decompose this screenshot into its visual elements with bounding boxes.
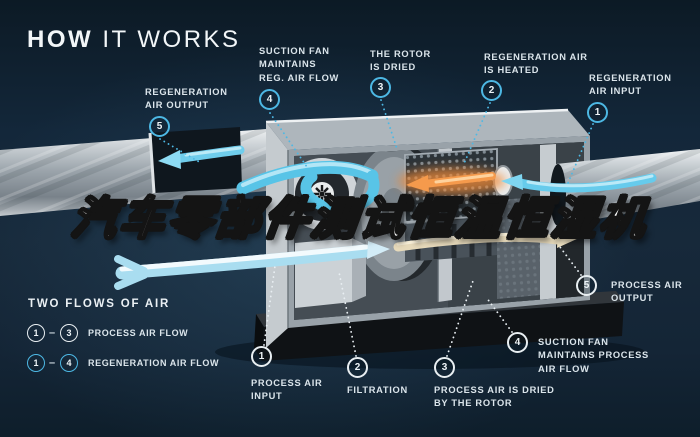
right-duct	[550, 149, 700, 226]
callout-number-regen-5: 5	[149, 116, 170, 137]
chinese-watermark-text: 汽车零部件测试恒温恒湿机	[68, 192, 652, 245]
fan-swirl-arrow	[300, 170, 380, 215]
callout-label-regeneration-air-input: REGENERATION AIR INPUT	[589, 73, 672, 97]
legend-regen-from-circle: 1	[27, 354, 45, 372]
callout-label-regeneration-air-output: REGENERATION AIR OUTPUT	[145, 87, 228, 111]
callout-label-suction-fan-process: SUCTION FAN MAINTAINS PROCESS AIR FLOW	[538, 337, 649, 374]
legend-process-label: PROCESS AIR FLOW	[88, 328, 189, 338]
callout-label-process-air-input: PROCESS AIR INPUT	[251, 378, 323, 402]
legend-title: TWO FLOWS OF AIR	[28, 298, 171, 310]
process-output-arrow	[393, 229, 579, 252]
callout-label-process-air-output: PROCESS AIR OUTPUT	[611, 280, 683, 304]
callout-label-regeneration-air-heated: REGENERATION AIR IS HEATED	[484, 52, 588, 76]
callout-label-suction-fan-reg: SUCTION FAN MAINTAINS REG. AIR FLOW	[259, 46, 340, 83]
page-title: HOW IT WORKS	[27, 26, 241, 54]
regeneration-input-arrow	[501, 173, 657, 193]
callout-number-regen-2: 2	[481, 80, 502, 101]
legend-process-from-circle: 1	[27, 324, 45, 342]
callout-number-regen-4: 4	[259, 89, 280, 110]
callout-leader-lines	[159, 99, 594, 357]
legend-regen-label: REGENERATION AIR FLOW	[88, 358, 220, 368]
callout-number-regen-3: 3	[370, 77, 391, 98]
callout-number-process-3: 3	[434, 357, 455, 378]
callout-number-process-4: 4	[507, 332, 528, 353]
process-input-arrow	[114, 241, 390, 290]
legend-process-dash: –	[49, 327, 56, 339]
heated-air-arrow	[398, 168, 506, 194]
title-bold-part: HOW	[27, 26, 94, 53]
callout-label-process-air-dried: PROCESS AIR IS DRIED BY THE ROTOR	[434, 385, 555, 409]
regeneration-output-arrow	[158, 150, 181, 169]
legend-regen-to-circle: 4	[60, 354, 78, 372]
left-duct	[0, 127, 266, 216]
flow-arrows	[114, 160, 657, 290]
legend-process-to-circle: 3	[60, 324, 78, 342]
title-light-part: IT WORKS	[93, 26, 241, 53]
callout-number-process-1: 1	[251, 346, 272, 367]
callout-number-process-2: 2	[347, 357, 368, 378]
callout-number-regen-1: 1	[587, 102, 608, 123]
callout-label-filtration: FILTRATION	[347, 385, 408, 395]
legend-regen-dash: –	[49, 357, 56, 369]
callout-number-process-5: 5	[576, 275, 597, 296]
callout-label-rotor-dried: THE ROTOR IS DRIED	[370, 49, 431, 73]
